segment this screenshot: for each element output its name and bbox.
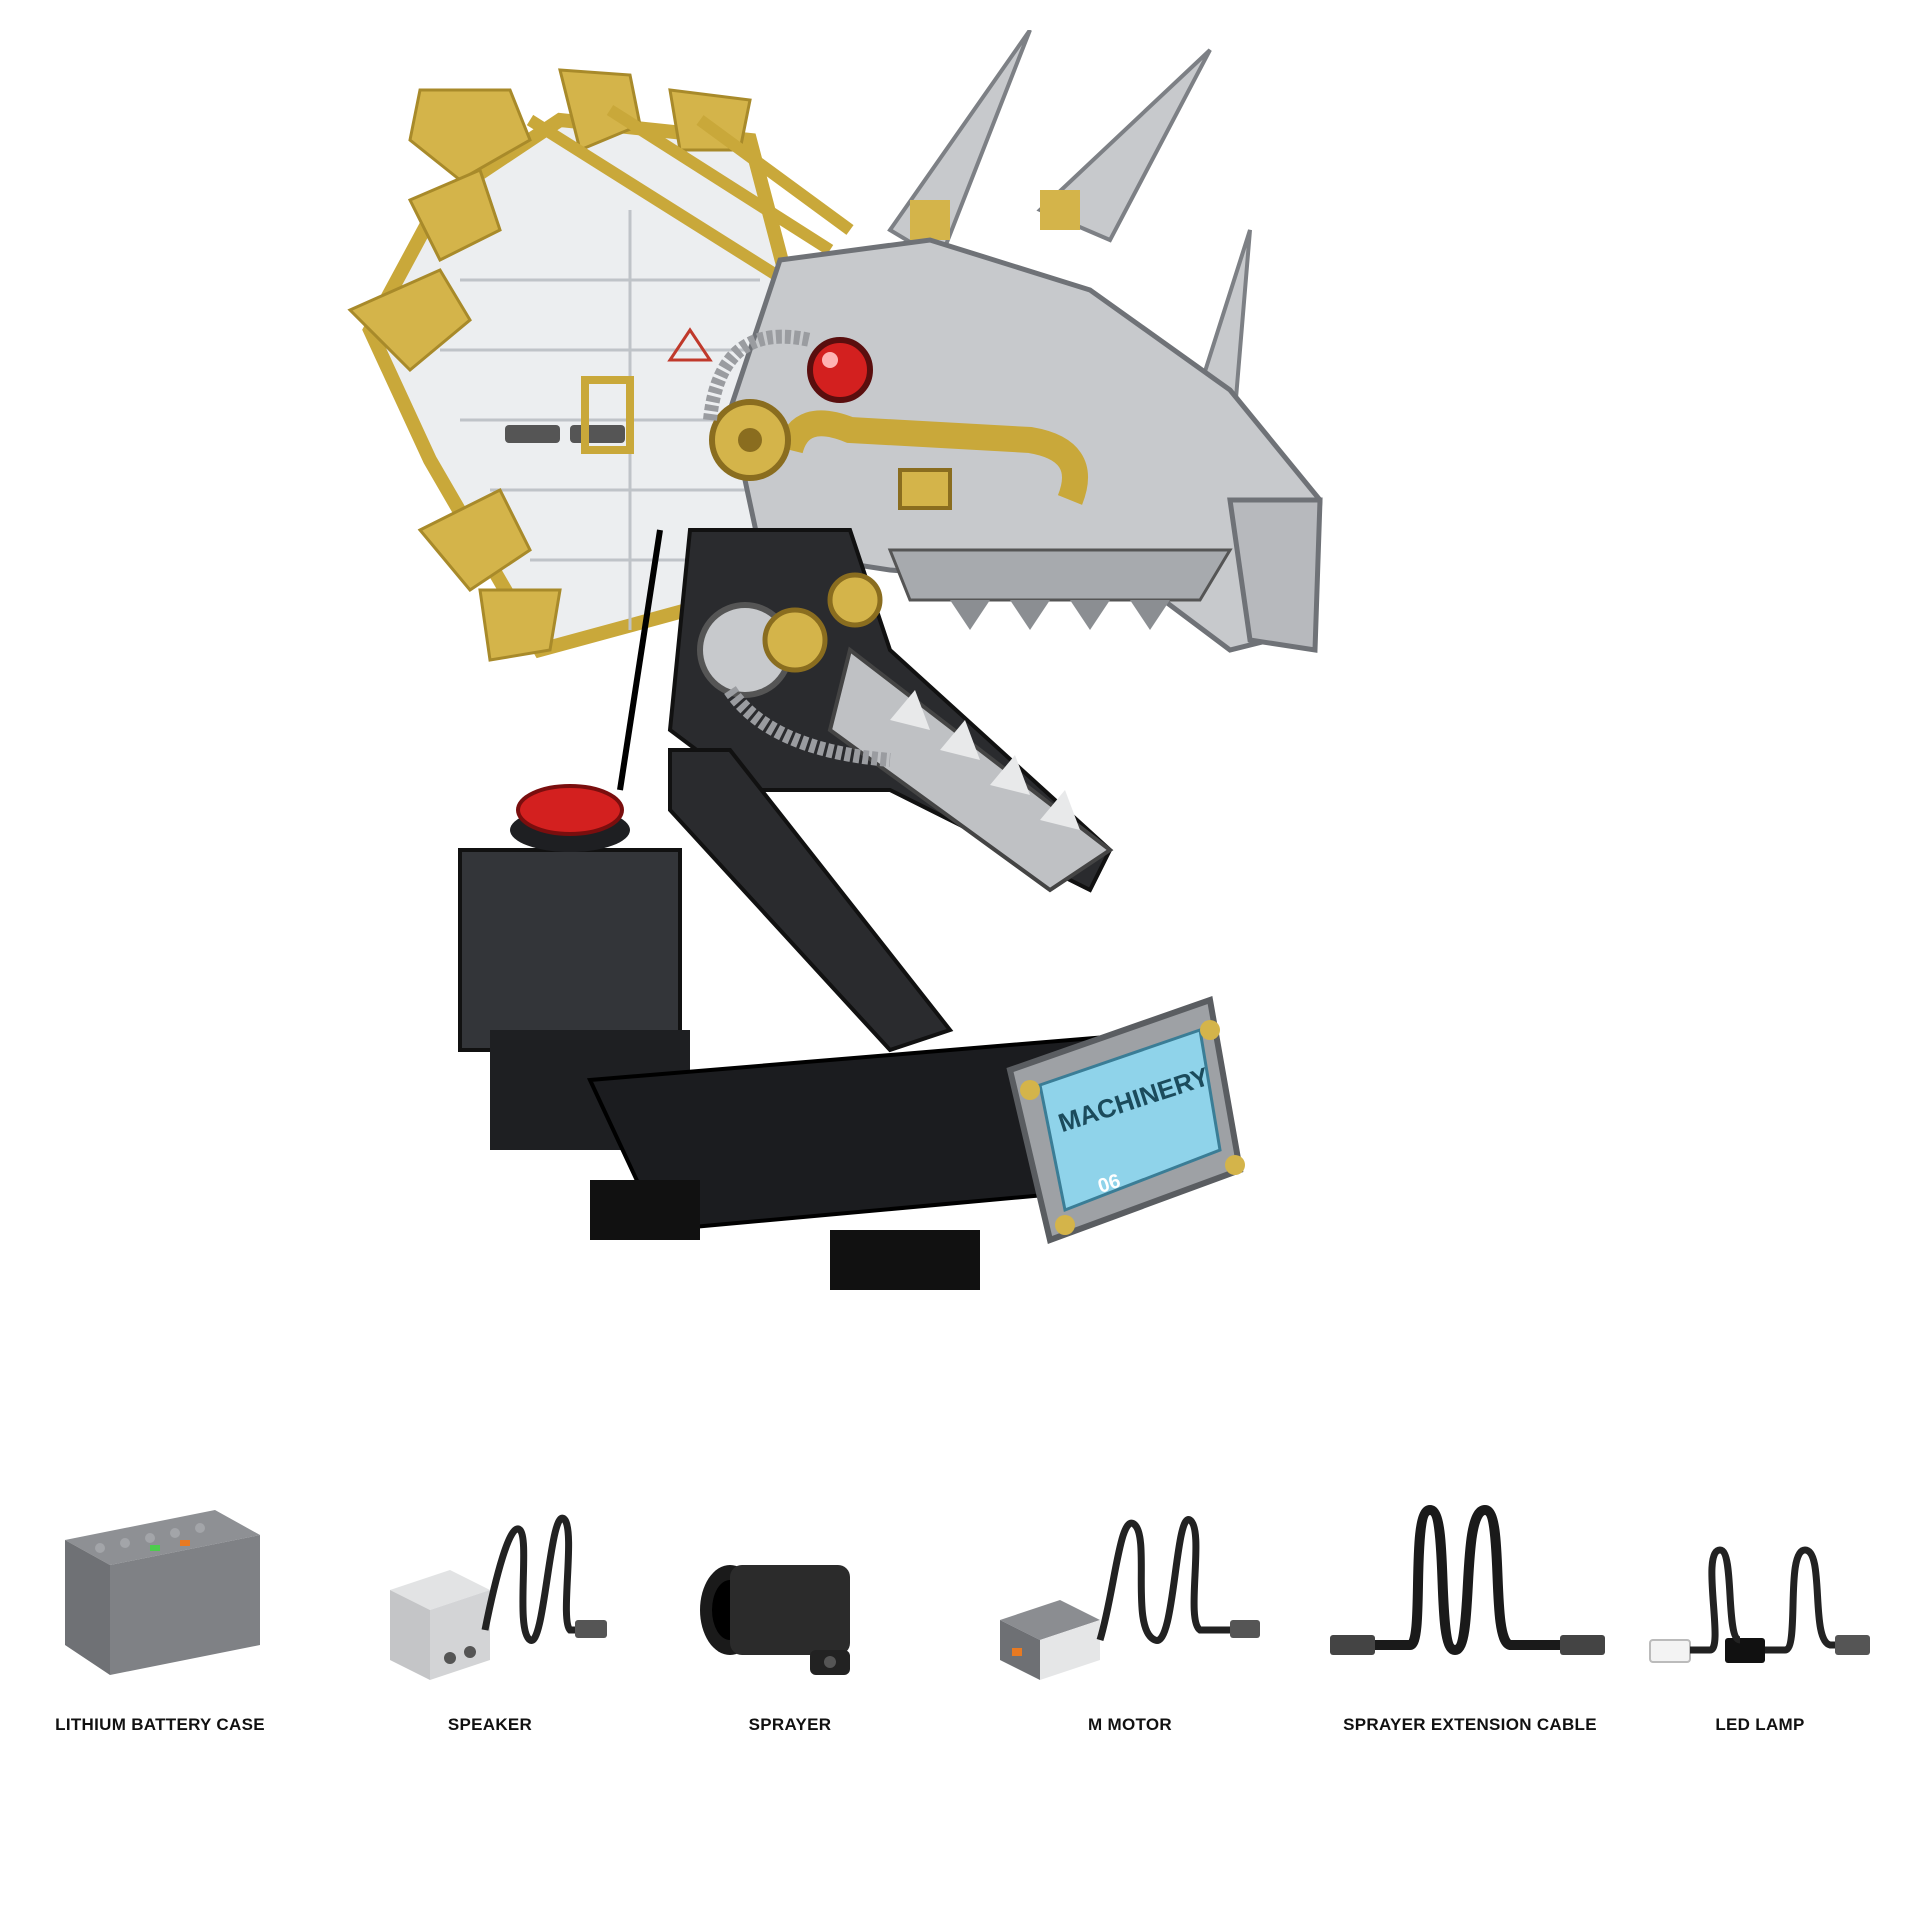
accessory-m-motor: M MOTOR xyxy=(990,1480,1270,1734)
stand: MACHINERY 06 xyxy=(458,748,1245,1290)
cable-icon xyxy=(1330,1504,1605,1656)
accessory-battery-case: LITHIUM BATTERY CASE xyxy=(40,1480,280,1734)
accessory-label: LITHIUM BATTERY CASE xyxy=(55,1715,265,1734)
battery-case-icon xyxy=(65,1510,260,1675)
speaker-icon xyxy=(390,1514,607,1680)
motor-icon xyxy=(1000,1516,1260,1680)
accessory-sprayer: SPRAYER xyxy=(690,1480,890,1734)
accessory-led-lamp: LED LAMP xyxy=(1640,1480,1880,1734)
head xyxy=(703,237,1323,653)
accessory-speaker: SPEAKER xyxy=(370,1480,610,1734)
accessory-label: SPRAYER EXTENSION CABLE xyxy=(1343,1715,1597,1734)
accessory-label: LED LAMP xyxy=(1715,1715,1805,1734)
accessory-sprayer-extension-cable: SPRAYER EXTENSION CABLE xyxy=(1320,1480,1620,1734)
frill xyxy=(347,68,854,662)
accessory-label: SPEAKER xyxy=(447,1715,533,1734)
neck xyxy=(617,528,1114,893)
led-lamp-icon xyxy=(1649,1546,1870,1663)
accessory-label: M MOTOR xyxy=(1088,1715,1172,1734)
accessory-label: SPRAYER xyxy=(748,1715,832,1734)
product-image: MACHINERY 06 xyxy=(330,30,1530,1430)
sprayer-icon xyxy=(700,1565,850,1675)
